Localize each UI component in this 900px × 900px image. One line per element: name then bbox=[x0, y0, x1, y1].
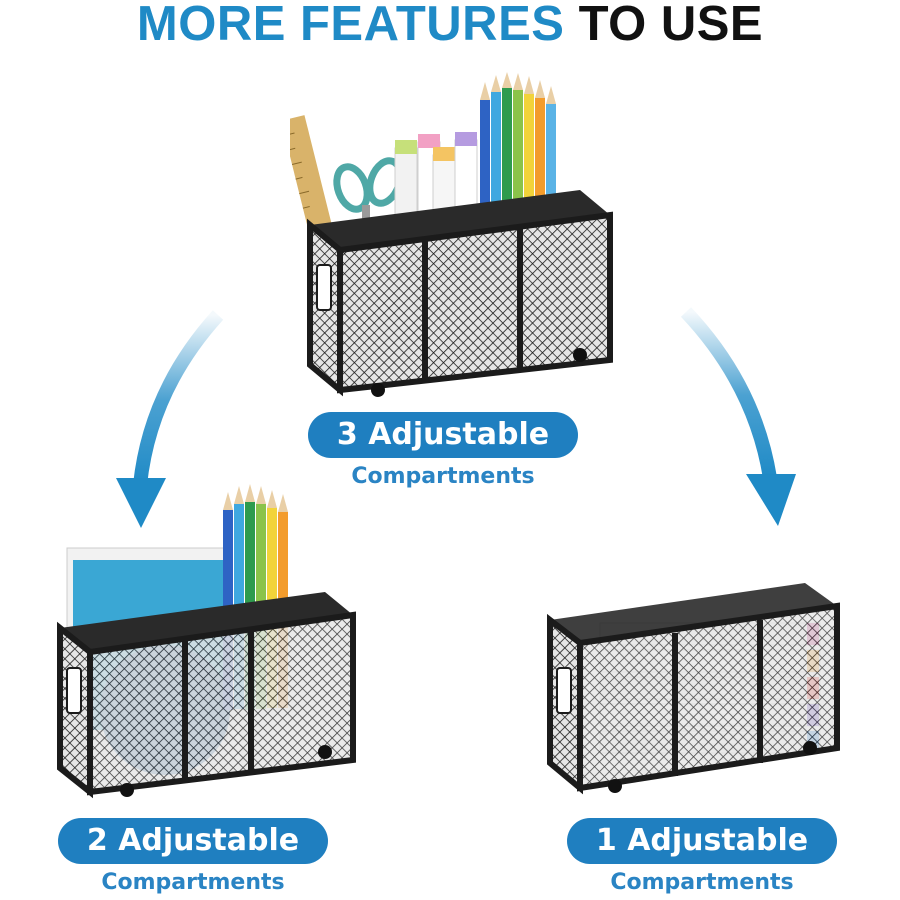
headline-accent: MORE FEATURES bbox=[136, 0, 565, 51]
caption-2-compartments: Compartments bbox=[101, 870, 285, 895]
pill-3-adjustable: 3 Adjustable bbox=[308, 412, 578, 458]
caption-3-compartments: Compartments bbox=[351, 464, 535, 489]
pill-1-adjustable: 1 Adjustable bbox=[567, 818, 837, 864]
organizer-3-compartments bbox=[290, 70, 620, 400]
curved-arrow-left-icon bbox=[116, 310, 224, 528]
pill-2-adjustable: 2 Adjustable bbox=[58, 818, 328, 864]
mesh-holder bbox=[547, 583, 840, 795]
curved-arrow-right-icon bbox=[680, 307, 796, 526]
organizer-1-compartment bbox=[545, 578, 845, 798]
mesh-holder bbox=[307, 190, 613, 397]
mesh-holder bbox=[57, 592, 356, 799]
headline-rest: TO USE bbox=[578, 0, 764, 51]
caption-1-compartment: Compartments bbox=[610, 870, 794, 895]
headline: MORE FEATURES TO USE bbox=[0, 0, 900, 50]
organizer-2-compartments bbox=[55, 480, 365, 800]
